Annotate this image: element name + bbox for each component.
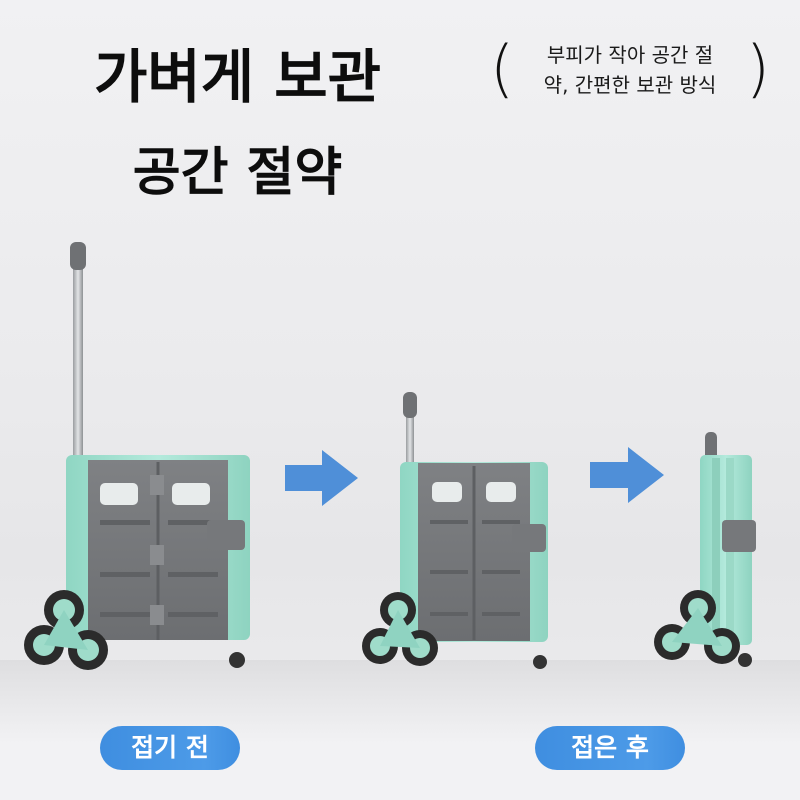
side-note: ( 부피가 작아 공간 절 약, 간편한 보관 방식 ): [490, 30, 770, 110]
after-fold-label: 접은 후: [535, 726, 685, 770]
side-note-line-2: 약, 간편한 보관 방식: [543, 73, 717, 97]
left-paren: (: [490, 32, 515, 105]
right-arrow-icon: [590, 447, 664, 503]
before-fold-label: 접기 전: [100, 726, 240, 770]
cart-unfolded: [24, 242, 250, 670]
headline-line-1: 가벼게 보관: [94, 43, 381, 111]
right-arrow-icon: [285, 450, 358, 506]
right-paren: ): [745, 32, 770, 105]
cart-half-folded: [362, 392, 548, 669]
side-note-text: 부피가 작아 공간 절 약, 간편한 보관 방식: [512, 40, 748, 100]
side-note-line-1: 부피가 작아 공간 절: [546, 43, 714, 67]
cart-folded: [654, 432, 756, 667]
headline-line-2: 공간 절약: [132, 143, 343, 203]
